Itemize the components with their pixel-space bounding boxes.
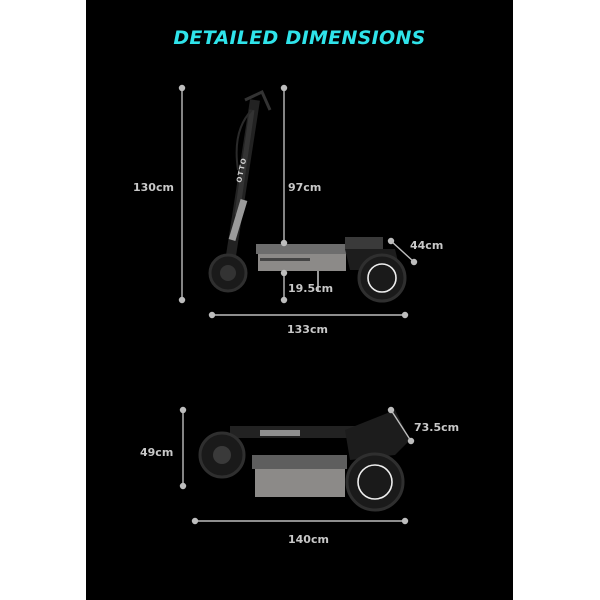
scooter-unfolded-image [208,89,407,303]
diagonal-73-line [387,406,415,445]
height-130-line [178,84,186,304]
label-73-5cm: 73.5cm [414,421,460,434]
height-97-line [280,84,288,247]
page-title: DETAILED DIMENSIONS [173,27,426,49]
clearance-line [280,269,288,304]
infographic-panel [86,0,513,600]
height-49-line [179,406,187,490]
length-140-line [191,517,409,525]
length-133-line [208,311,409,319]
scooter-folded-image [198,410,410,512]
label-97cm: 97cm [288,181,322,194]
label-130cm: 130cm [133,181,174,194]
label-44cm: 44cm [410,239,444,252]
label-49cm: 49cm [140,446,174,459]
label-133cm: 133cm [287,323,328,336]
label-140cm: 140cm [288,533,329,546]
label-19-5cm: 19.5cm [288,282,334,295]
width-44-line [387,237,418,266]
